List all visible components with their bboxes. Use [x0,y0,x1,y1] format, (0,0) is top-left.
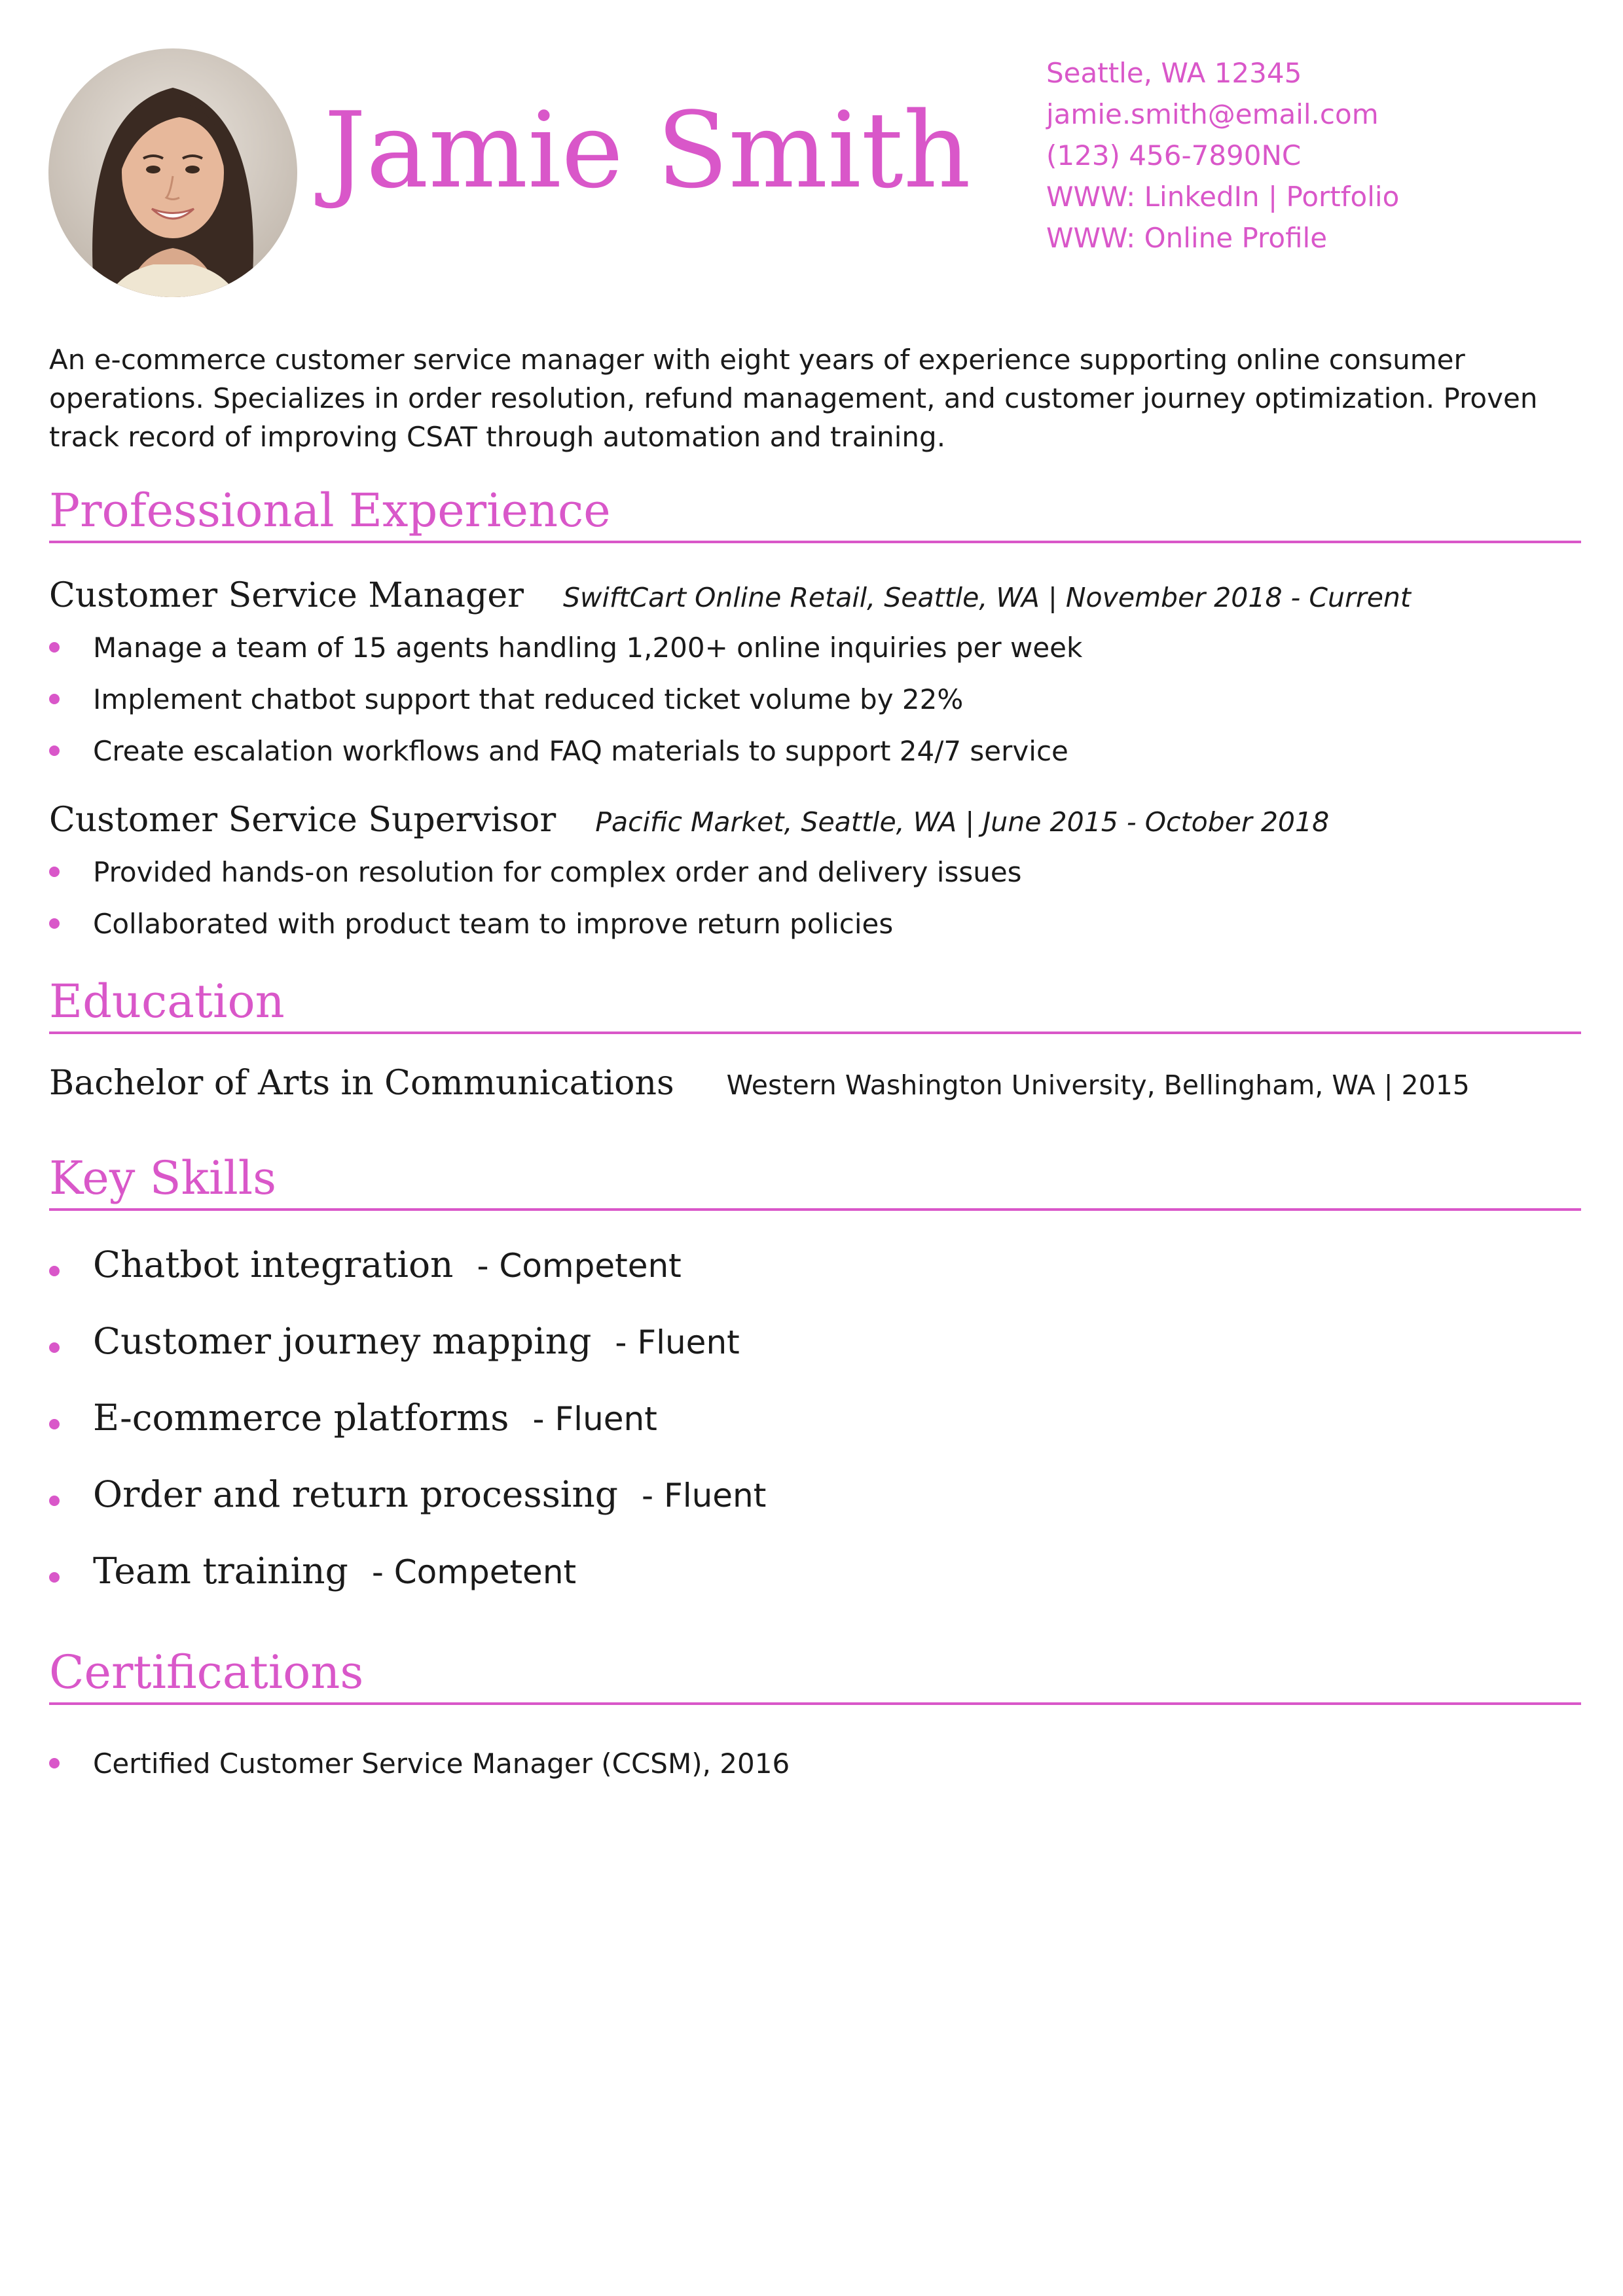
contact-location: Seattle, WA 12345 [1046,57,1302,89]
candidate-name: Jamie Smith [324,89,971,211]
skill-name: Chatbot integration [93,1244,454,1285]
skill-name: Order and return processing [93,1473,619,1515]
bullet-text: Manage a team of 15 agents handling 1,20… [93,632,1083,664]
skill-item: E-commerce platforms - Fluent [49,1397,766,1473]
job-title: Customer Service Manager [49,576,524,615]
job-bullets: Provided hands-on resolution for complex… [49,846,1022,950]
job-location: , Seattle, WA [867,582,1048,613]
skill-level: - Fluent [532,1400,657,1438]
contact-block: Seattle, WA 12345 jamie.smith@email.com … [1046,52,1399,259]
bullet-icon [49,1342,60,1353]
contact-online-profile[interactable]: WWW: Online Profile [1046,222,1328,254]
job-location: , Seattle, WA [784,806,966,838]
section-title-experience: Professional Experience [49,484,611,537]
job-dates: June 2015 - October 2018 [974,806,1330,838]
list-item: Implement chatbot support that reduced t… [49,673,1082,725]
skill-name: Team training [93,1550,348,1592]
contact-web-links[interactable]: WWW: LinkedIn | Portfolio [1046,181,1400,213]
bullet-icon [49,1266,60,1276]
bullet-icon [49,745,60,756]
section-title-education: Education [49,975,285,1028]
list-item: Create escalation workflows and FAQ mate… [49,725,1082,777]
skill-item: Team training - Competent [49,1550,766,1626]
job-header: Customer Service Supervisor Pacific Mark… [49,800,1329,840]
certifications-list: Certified Customer Service Manager (CCSM… [49,1738,790,1789]
bullet-icon [49,642,60,653]
job-meta: Pacific Market, Seattle, WA | June 2015 … [595,806,1329,838]
job-title: Customer Service Supervisor [49,800,556,840]
skill-name: E-commerce platforms [93,1397,509,1439]
job-company: SwiftCart Online Retail [562,582,867,613]
section-divider [49,541,1581,543]
list-item: Collaborated with product team to improv… [49,898,1022,950]
section-divider [49,1702,1581,1705]
profile-photo [48,48,297,297]
bullet-icon [49,1758,60,1768]
section-divider [49,1031,1581,1034]
education-entry: Bachelor of Arts in Communications Weste… [49,1064,1470,1103]
bullet-text: Implement chatbot support that reduced t… [93,683,964,715]
job-meta: SwiftCart Online Retail, Seattle, WA | N… [563,582,1411,613]
contact-email[interactable]: jamie.smith@email.com [1046,98,1379,130]
skill-level: - Fluent [615,1323,740,1361]
bullet-icon [49,1572,60,1583]
bullet-text: Provided hands-on resolution for complex… [93,856,1022,888]
degree: Bachelor of Arts in Communications [49,1064,674,1103]
profile-photo-icon [48,48,297,297]
bullet-text: Collaborated with product team to improv… [93,908,894,940]
list-item: Provided hands-on resolution for complex… [49,846,1022,898]
certification-text: Certified Customer Service Manager (CCSM… [93,1748,790,1780]
job-bullets: Manage a team of 15 agents handling 1,20… [49,622,1082,777]
job-separator: | [1048,582,1057,613]
section-divider [49,1208,1581,1211]
skill-level: - Competent [371,1553,577,1591]
education-details: Western Washington University, Bellingha… [726,1069,1470,1101]
bullet-icon [49,1496,60,1506]
list-item: Manage a team of 15 agents handling 1,20… [49,622,1082,673]
skill-name: Customer journey mapping [93,1320,592,1362]
list-item: Certified Customer Service Manager (CCSM… [49,1738,790,1789]
bullet-icon [49,694,60,704]
job-separator: | [965,806,975,838]
bullet-icon [49,918,60,929]
summary-paragraph: An e-commerce customer service manager w… [49,344,1538,453]
skill-item: Order and return processing - Fluent [49,1473,766,1550]
skill-item: Customer journey mapping - Fluent [49,1320,766,1397]
skill-level: - Fluent [642,1477,767,1515]
bullet-icon [49,1419,60,1429]
section-title-skills: Key Skills [49,1151,277,1205]
bullet-icon [49,867,60,877]
bullet-text: Create escalation workflows and FAQ mate… [93,735,1068,767]
skill-item: Chatbot integration - Competent [49,1244,766,1320]
job-company: Pacific Market [595,806,784,838]
skills-list: Chatbot integration - Competent Customer … [49,1244,766,1626]
section-title-certifications: Certifications [49,1645,364,1699]
job-dates: November 2018 - Current [1057,582,1411,613]
job-header: Customer Service Manager SwiftCart Onlin… [49,576,1411,615]
contact-phone: (123) 456-7890NC [1046,139,1302,171]
skill-level: - Competent [477,1247,682,1285]
